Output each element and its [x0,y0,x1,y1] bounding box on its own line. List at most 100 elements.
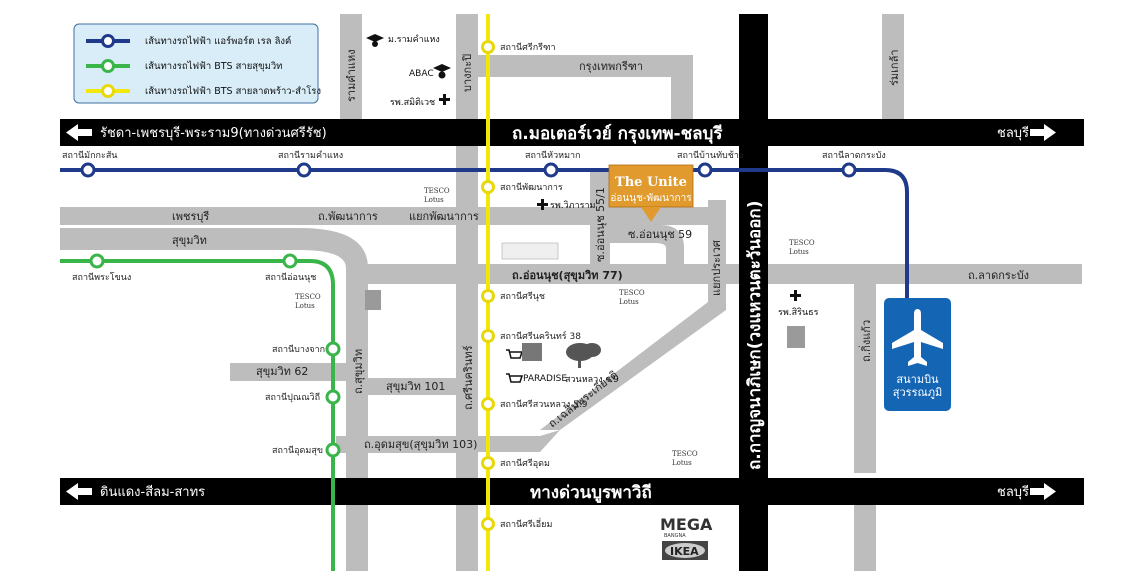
station-marker[interactable] [282,253,298,269]
road-krungthepkreetha-end [671,55,693,119]
bts-yellow-stations: สถานีศรีกรีฑา สถานีพัฒนาการ สถานีศรีนุช … [481,40,588,531]
station-marker[interactable] [697,162,713,178]
station-marker[interactable] [296,162,312,178]
highway-group: รัชดา-เพชรบุรี-พระราม9(ทางด่วนศรีรัช) ถ.… [60,14,1084,571]
road-label-thnsukhumvit: ถ.สุขุมวิท [352,349,365,394]
road-onnut59 [610,225,684,266]
station-marker[interactable] [543,162,559,178]
station-label: สถานีบ้านทับช้าง [677,150,743,161]
station-marker[interactable] [89,253,105,269]
project-marker[interactable]: The Unite อ่อนนุช-พัฒนาการ [608,164,694,222]
mall-logo [365,290,381,310]
road-label-ramkhamhaeng: รามคำแหง [345,49,358,102]
highway-label-bottom-left: ดินแดง-สีลม-สาทร [100,484,205,500]
poi-label: ABAC [409,69,434,79]
road-label-romklao: ร่มเกล้า [888,50,901,87]
svg-text:Lotus: Lotus [619,298,639,306]
road-sukhumvit-south [346,268,368,571]
line-arl [60,168,909,298]
legend-marker [101,84,115,98]
line-bts-sukhumvit [60,259,335,571]
road-onnut55 [590,172,610,267]
station-label: สถานีอ่อนนุช [265,272,316,283]
station-marker[interactable] [325,341,341,357]
road-udomsuk [336,436,456,453]
road-phetchaburi [60,207,720,225]
station-marker[interactable] [481,456,495,470]
arrow-right-icon [1030,124,1056,141]
road-bangkapi [456,14,478,119]
poi-label: รพ.สมิติเวช [390,97,435,108]
building-icon [522,343,542,361]
station-marker[interactable] [481,329,495,343]
road-label-phetchaburi: เพชรบุรี [172,210,209,223]
shopping-logo [501,242,559,260]
mega-logo: MEGA [660,515,713,534]
station-label: สถานีอุดมสุข [272,445,323,456]
shopping-cart-icon [506,373,524,383]
hospital-icon [537,199,548,210]
legend-box [73,23,319,104]
airport-marker[interactable]: สนามบิน สุวรรณภูมิ [884,298,951,411]
station-label: สถานีบางจาก [272,344,325,355]
station-label: สถานีลาดกระบัง [822,150,886,161]
tesco-lotus-logo: TESCO Lotus [789,239,815,256]
road-label-kingkaew: ถ.กิ่งแก้ว [858,320,873,362]
mega-logo-sub: BANGNA [664,533,686,539]
station-label: สถานีศรีเอี่ยม [500,517,552,530]
highway-label-bottom-right: ชลบุรี [997,484,1029,500]
legend-marker [101,34,115,48]
road-label-ladkrabang: ถ.ลาดกระบัง [968,269,1029,282]
station-marker[interactable] [481,289,495,303]
highway-kanchanaphisek [739,14,768,571]
station-marker[interactable] [80,162,96,178]
station-label: สถานีหัวหมาก [525,150,581,161]
arrow-left-icon [66,483,92,500]
station-marker[interactable] [481,180,495,194]
project-subtitle: อ่อนนุช-พัฒนาการ [610,193,692,204]
arl-stations: สถานีมักกะสัน สถานีรามคำแหง สถานีหัวหมาก… [62,150,886,178]
airport-label-2: สุวรรณภูมิ [893,386,942,399]
road-label-sukhumvit: สุขุมวิท [172,234,207,247]
ikea-logo: IKEA [670,545,699,558]
bts-sukhumvit-stations: สถานีพระโขนง สถานีอ่อนนุช สถานีบางจาก สถ… [72,253,341,458]
poi-label: รพ.วิภาราม [550,200,596,211]
road-label-onnut55: ซ.อ่อนนุช 55/1 [594,187,607,262]
station-label: สถานีศรีสวนหลวง 5.9 [500,399,588,410]
svg-text:Lotus: Lotus [789,248,809,256]
road-romklao [882,14,904,119]
svg-text:Lotus: Lotus [672,459,692,467]
airport-label-1: สนามบิน [896,373,939,386]
legend: เส้นทางรถไฟฟ้า แอร์พอร์ต เรล ลิงค์ เส้นท… [73,23,321,104]
road-label-udomsuk: ถ.อุดมสุข(สุขุมวิท 103) [364,438,477,451]
shopping-cart-icon [506,349,524,359]
road-sukhumvit [60,228,368,268]
station-marker[interactable] [481,397,495,411]
road-sukhumvit101 [368,378,456,395]
poi-group: ม.รามคำแหง ABAC รพ.สมิติเวช รพ.วิภาราม ร… [295,34,819,560]
tesco-lotus-logo: TESCO Lotus [672,450,698,467]
graduation-cap-icon [433,64,451,79]
station-marker[interactable] [481,40,495,54]
svg-text:Lotus: Lotus [424,196,444,204]
road-ramkhamhaeng [340,14,362,119]
station-marker[interactable] [841,162,857,178]
station-marker[interactable] [325,389,341,405]
tesco-lotus-logo: TESCO Lotus [619,289,645,306]
station-marker[interactable] [481,517,495,531]
project-box[interactable] [608,164,694,208]
svg-text:Lotus: Lotus [295,302,315,310]
svg-text:TESCO: TESCO [424,187,450,195]
graduation-cap-icon [366,34,384,47]
station-marker[interactable] [325,442,341,458]
road-kingkaew [854,282,876,473]
mall-logo [787,326,805,348]
station-label: สถานีปุณณวิถี [265,392,320,403]
hospital-icon [439,94,450,105]
road-srinagarindra [456,146,478,571]
road-label-sukhumvit62: สุขุมวิท 62 [256,365,308,378]
highway-motorway [60,119,1084,146]
poi-label: สวนหลวง ร.9 [565,375,619,385]
highway-label-top-right: ชลบุรี [997,125,1029,141]
